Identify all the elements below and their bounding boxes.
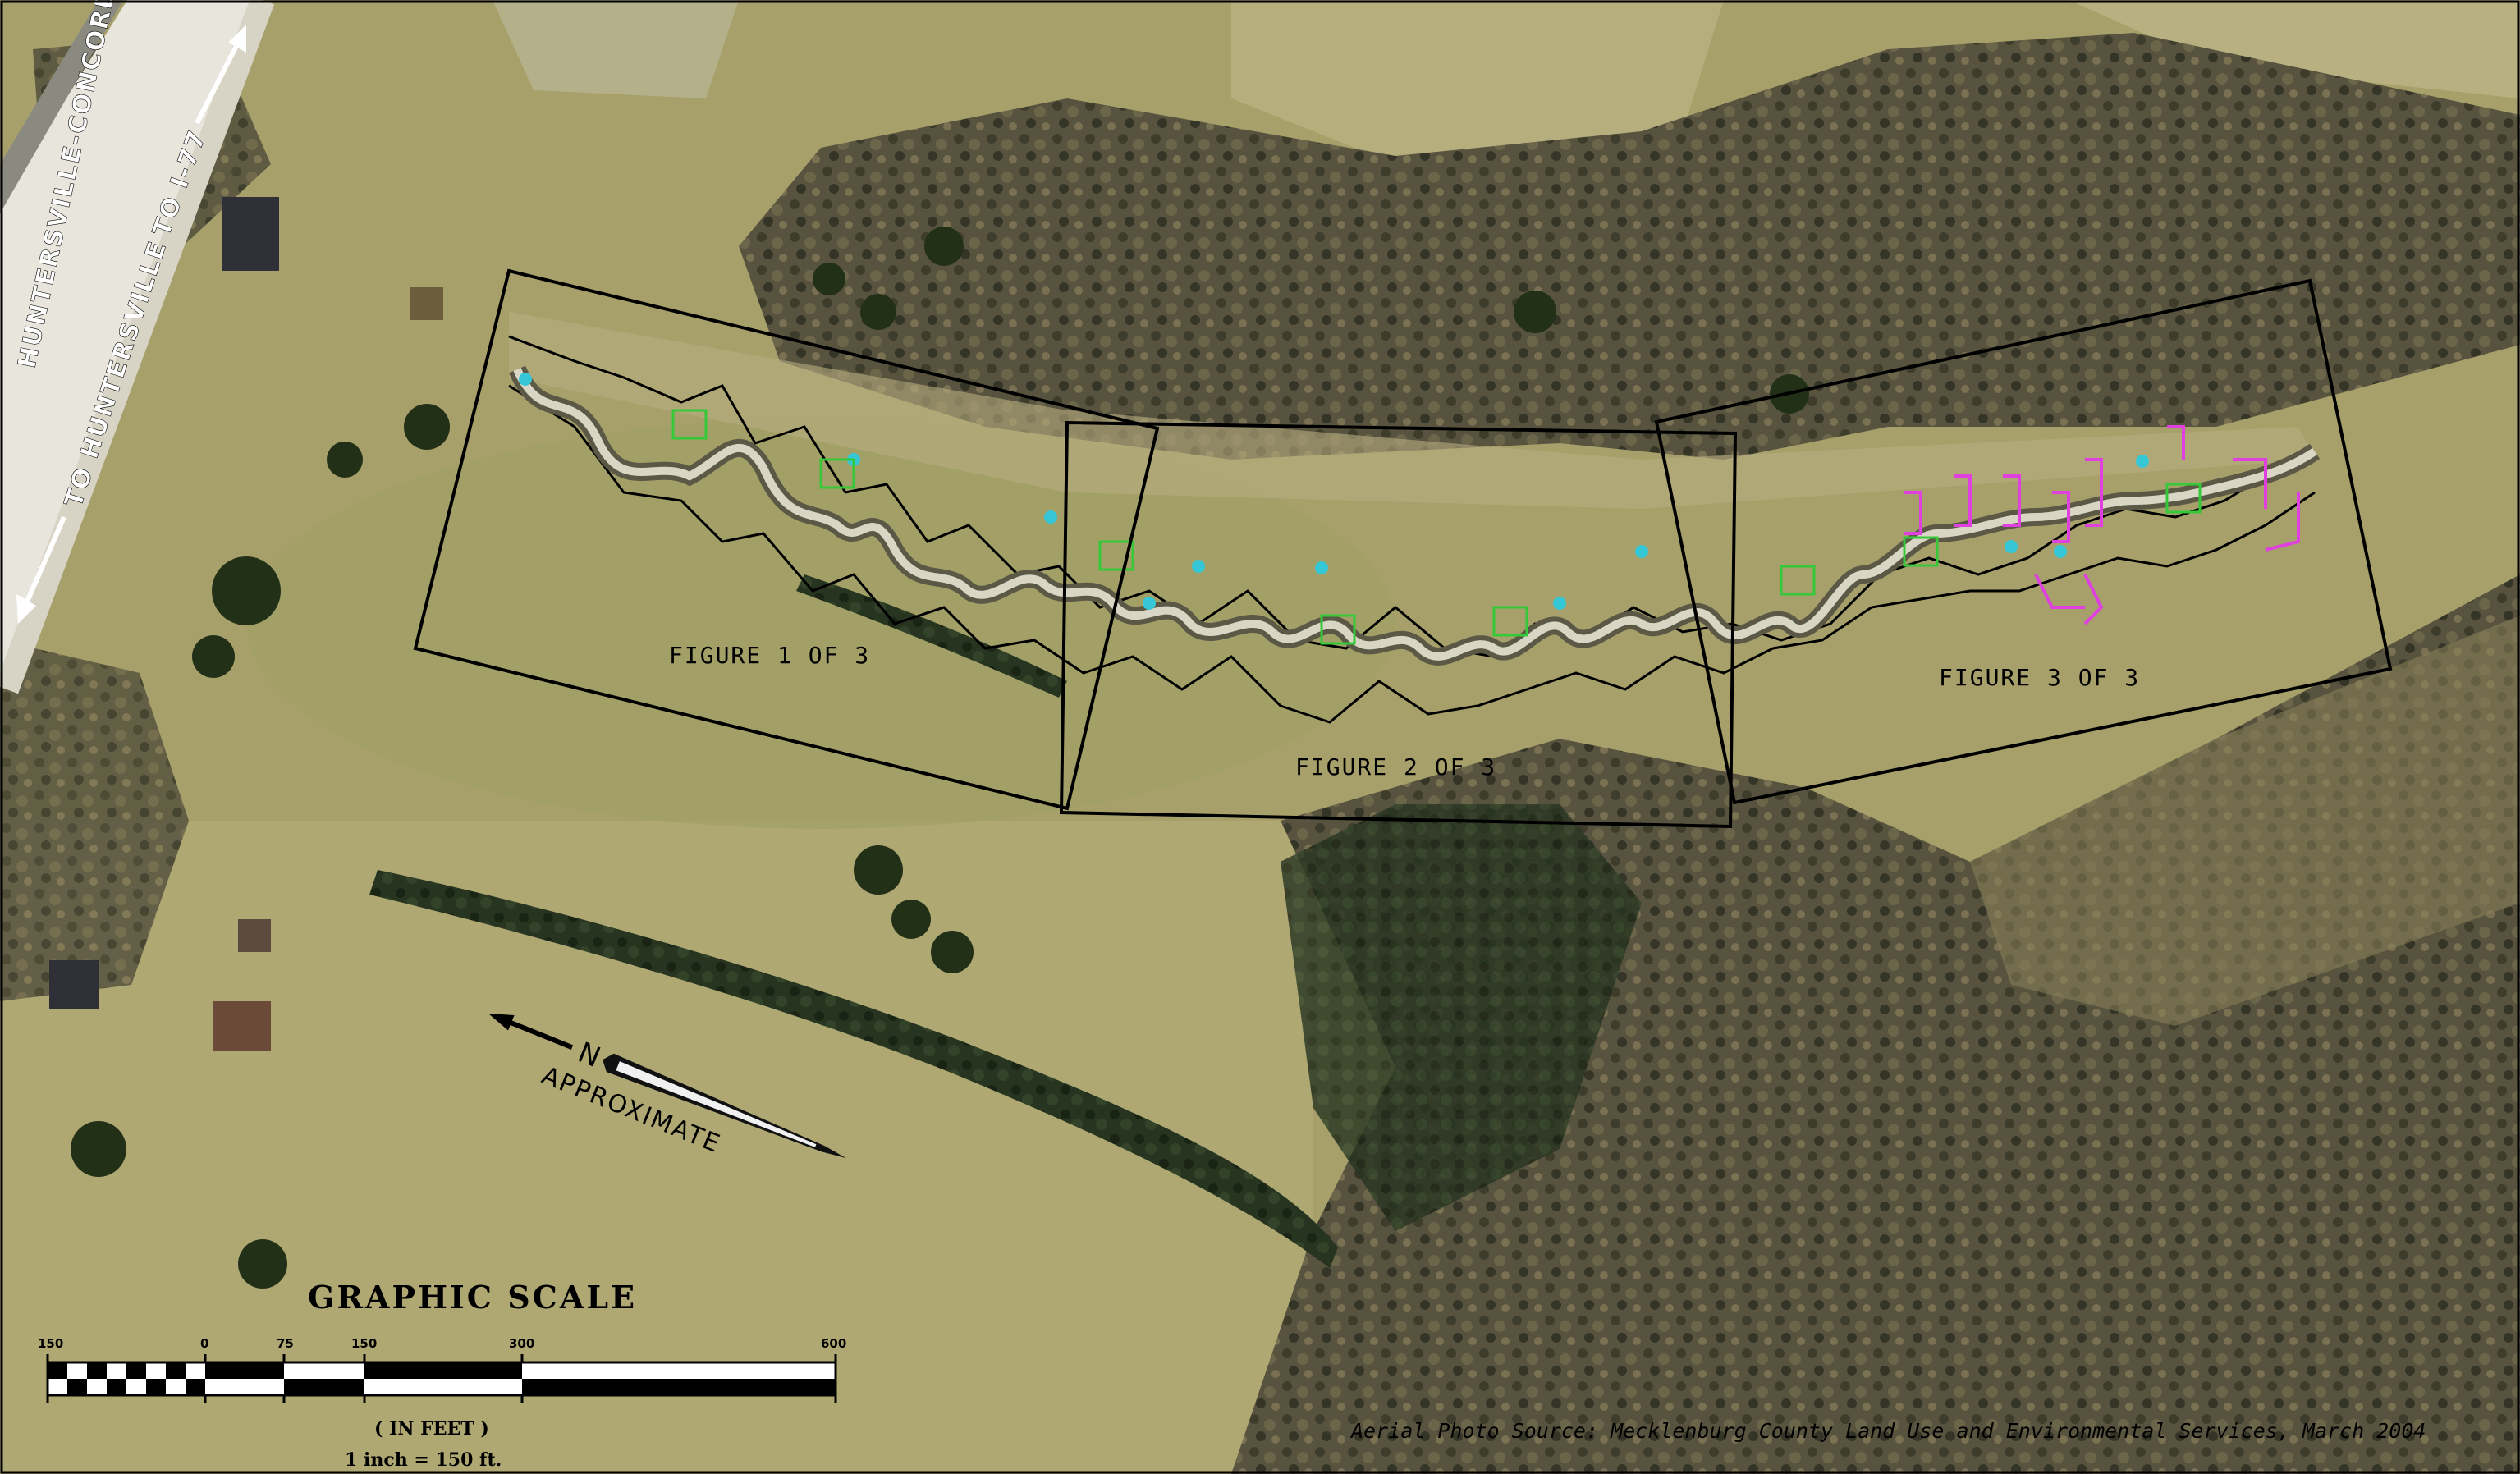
hedgerow (369, 870, 1338, 1268)
arrow-down-icon (16, 515, 66, 624)
upper-right-field (2069, 0, 2520, 98)
scale-tick-label: 300 (509, 1336, 534, 1351)
scale-tick-label: 75 (277, 1336, 294, 1351)
scale-tick-label: 0 (200, 1336, 208, 1351)
left-trees (0, 640, 189, 1001)
figure-2-frame: FIGURE 2 OF 3 (1059, 420, 1738, 829)
roadway (0, 0, 275, 694)
cross-section-marker-icon (1904, 425, 2300, 625)
northern-forest (739, 33, 2520, 460)
scattered-trees (71, 227, 1809, 1289)
stream-corridor (509, 312, 2315, 509)
upper-field (1231, 0, 1724, 164)
scale-bar (46, 1354, 837, 1403)
arrow-up-icon (195, 25, 246, 125)
house-icon (49, 197, 443, 1051)
central-field (246, 419, 1395, 829)
clearing (1970, 616, 2520, 1026)
scale-unit: ( IN FEET ) (374, 1418, 489, 1440)
tree-line (796, 574, 1067, 698)
dense-forest (1281, 804, 1642, 1231)
figure-3-frame: FIGURE 3 OF 3 (1654, 278, 2393, 805)
conservation-easement-outline (508, 335, 2316, 724)
figure-2-label: FIGURE 2 OF 3 (1295, 753, 1496, 780)
scale-tick-label: 150 (38, 1336, 63, 1351)
figure-1-label: FIGURE 1 OF 3 (669, 642, 870, 669)
photo-source-credit: Aerial Photo Source: Mecklenburg County … (1349, 1419, 2426, 1443)
water-quality-marker-icon (519, 373, 2149, 610)
graphic-scale: GRAPHIC SCALE 150 0 75 150 300 600 (38, 1279, 846, 1471)
upper-left-field (493, 0, 739, 98)
figure-3-label: FIGURE 3 OF 3 (1939, 664, 2140, 691)
figure-1-frame: FIGURE 1 OF 3 (413, 268, 1160, 811)
scale-tick-label: 150 (351, 1336, 377, 1351)
scale-ratio: 1 inch = 150 ft. (345, 1449, 502, 1471)
vegetation-plot-marker-icon (671, 409, 2202, 645)
scale-tick-label: 600 (821, 1336, 846, 1351)
scale-title: GRAPHIC SCALE (308, 1279, 637, 1316)
stream-channel (508, 365, 2321, 666)
